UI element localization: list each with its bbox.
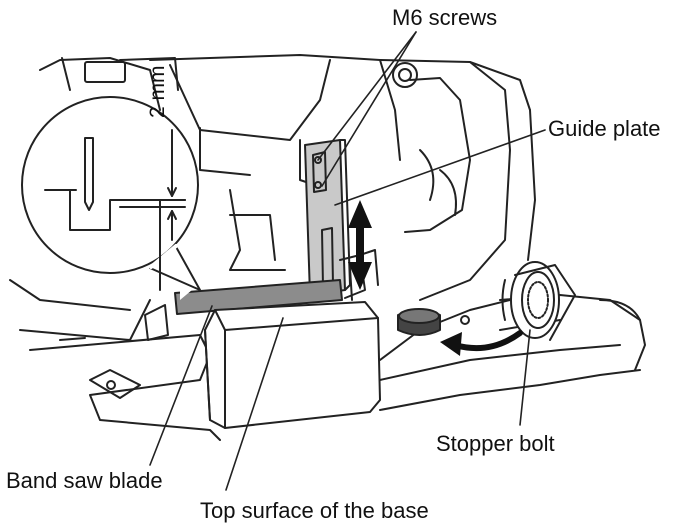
label-gap-2mm: 2 mm [146,65,169,119]
label-top-surface: Top surface of the base [200,498,429,523]
adjust-arrow [348,200,372,290]
magnifier-callout [21,96,210,300]
label-guide-plate: Guide plate [548,116,661,141]
base-block [204,301,381,429]
label-m6-screws: M6 screws [392,5,498,30]
label-band-saw-blade: Band saw blade [6,468,163,493]
label-stopper-bolt: Stopper bolt [436,431,555,456]
machine-frame [9,54,536,341]
stopper-bolt [397,261,576,341]
base-plate [29,294,646,441]
rotation-arrow [440,330,523,356]
leader-lines [149,31,546,491]
band-saw-blade [174,279,343,315]
